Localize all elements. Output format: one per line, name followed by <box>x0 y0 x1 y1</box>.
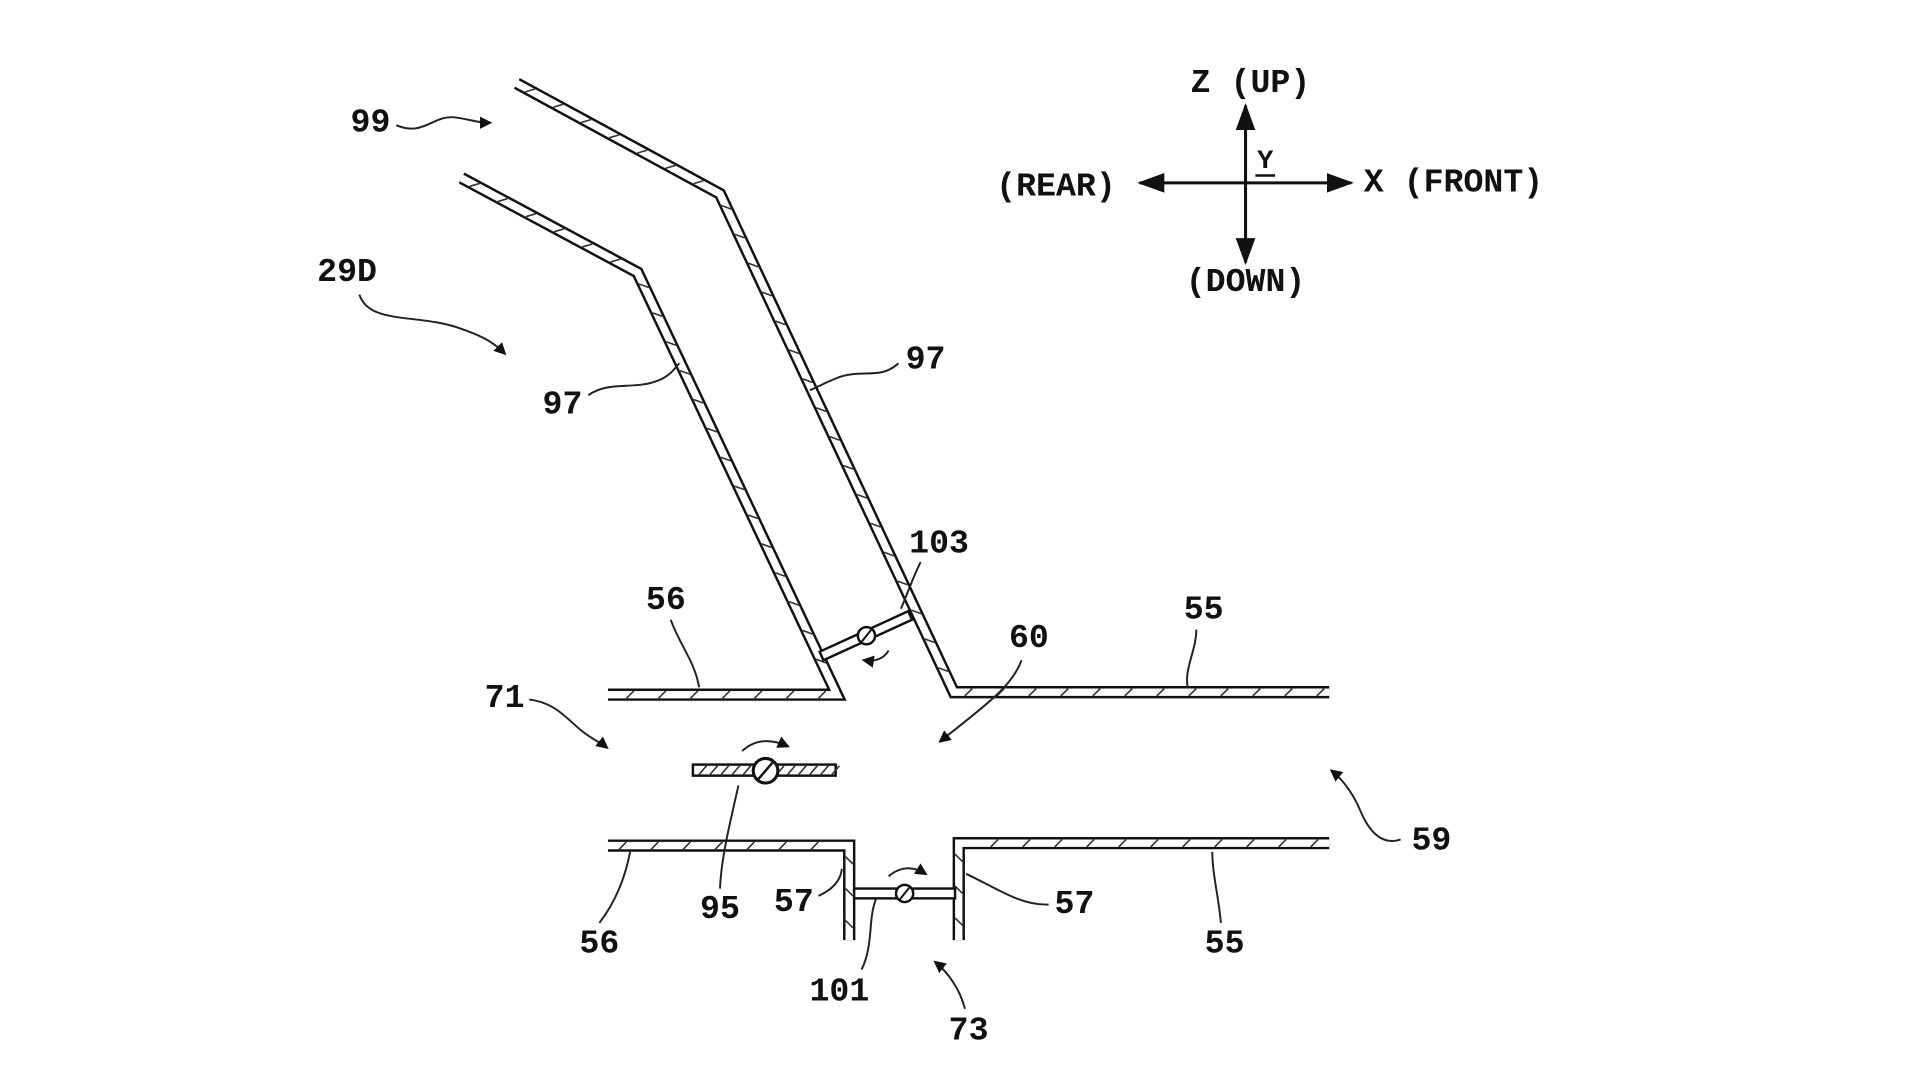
label-101: 101 <box>809 972 869 1010</box>
label-57-right: 57 <box>1055 885 1095 923</box>
label-95: 95 <box>700 890 740 928</box>
label-103: 103 <box>909 524 969 562</box>
label-57-left: 57 <box>774 883 814 921</box>
damper-101 <box>852 863 957 904</box>
rotation-arrow-icon <box>887 863 928 878</box>
damper-103 <box>818 609 914 668</box>
axis-down-label: (DOWN) <box>1186 263 1306 301</box>
label-97-right: 97 <box>906 340 946 378</box>
label-55-lower: 55 <box>1205 925 1245 963</box>
lower-plate-56-wall-57 <box>608 839 856 941</box>
label-71: 71 <box>485 679 525 717</box>
label-59: 59 <box>1411 821 1451 859</box>
duct-walls <box>458 78 1330 941</box>
axis-y-label: Y <box>1257 146 1274 177</box>
leader-lines <box>358 116 1401 1010</box>
rotation-arrow-icon <box>741 736 790 752</box>
axis-x-label: X (FRONT) <box>1364 164 1543 202</box>
label-56-lower: 56 <box>579 925 619 963</box>
reference-numerals: 99 29D 97 97 103 56 55 60 71 59 95 57 57… <box>317 104 1451 1050</box>
right-duct-wall-97 <box>513 78 1330 699</box>
axis-indicator: Z (UP) Y (REAR) X (FRONT) (DOWN) <box>996 64 1543 301</box>
label-56-upper: 56 <box>646 581 686 619</box>
left-duct-wall-97 <box>458 172 847 701</box>
axis-z-label: Z (UP) <box>1191 64 1311 102</box>
label-55-upper: 55 <box>1184 591 1224 629</box>
label-60: 60 <box>1009 619 1049 657</box>
axis-rear-label: (REAR) <box>996 167 1116 205</box>
rotation-arrow-icon <box>861 649 890 668</box>
label-73: 73 <box>949 1012 989 1050</box>
label-29d: 29D <box>317 253 377 291</box>
damper-95 <box>691 736 840 785</box>
label-99: 99 <box>351 104 391 142</box>
lower-plate-55-wall-57 <box>952 837 1330 941</box>
label-97-left: 97 <box>543 386 583 424</box>
